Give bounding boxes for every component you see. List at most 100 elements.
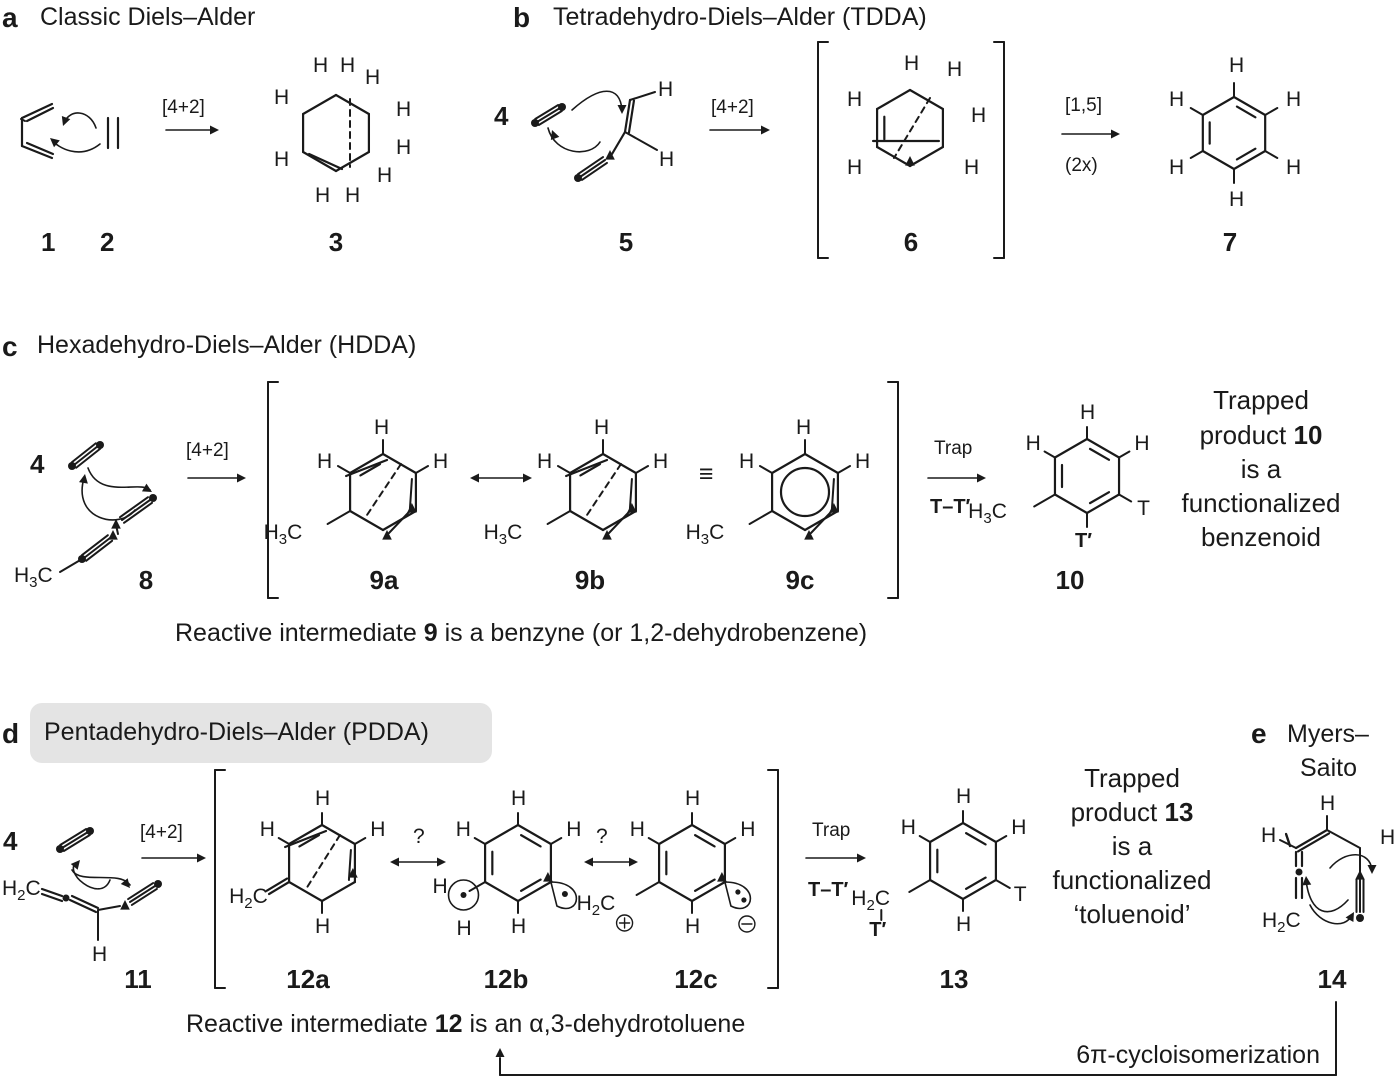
ring-bond	[568, 452, 605, 475]
bond	[25, 141, 55, 156]
caption-part: is a benzyne (or 1,2-dehydrobenzene)	[437, 619, 868, 647]
panel-title-b: Tetradehydro-Diels–Alder (TDDA)	[553, 3, 927, 31]
bond	[59, 558, 83, 573]
compound-5: 5	[618, 227, 634, 257]
hydrogen-label: H	[947, 58, 963, 81]
side-text-d5: ‘toluenoid’	[1073, 899, 1191, 929]
caption-part: is an α,3-dehydrotoluene	[462, 1010, 746, 1038]
lone-pair-orbital	[723, 881, 752, 910]
substituent-bond	[1118, 493, 1133, 503]
substituent-bond	[635, 881, 661, 896]
hydrogen-label: H	[313, 54, 329, 77]
hydrogen-label: H	[1286, 88, 1302, 111]
hydrogen-label: H	[900, 816, 916, 839]
double-bond-inner	[693, 878, 716, 892]
arrow-label-b1: [4+2]	[711, 97, 754, 118]
arrow-label-tt-c: T–T′	[930, 496, 971, 518]
ring-bond	[601, 509, 638, 532]
methyl-label: H3C	[685, 521, 725, 549]
curved-arrow	[87, 467, 151, 491]
substituent-bond	[908, 879, 932, 893]
ring-bond	[657, 823, 694, 846]
ring-bond	[657, 880, 694, 903]
compound-3: 3	[328, 227, 344, 257]
arrow-label-c: [4+2]	[186, 440, 229, 461]
hydrogen-label: H	[1261, 824, 1277, 847]
bond	[40, 892, 64, 903]
substituent-bond	[277, 837, 291, 845]
substituent-bond	[546, 510, 572, 525]
hydrogen-label: H	[566, 818, 582, 841]
pdda-highlight	[30, 703, 492, 763]
side-text-c1: Trapped	[1213, 385, 1309, 415]
panel-title-c: Hexadehydro-Diels–Alder (HDDA)	[37, 331, 417, 359]
label-triangle	[605, 150, 615, 160]
alkene-bond	[623, 98, 632, 134]
methylene-label: H2C	[1262, 909, 1301, 937]
alkene-bond	[1294, 828, 1329, 850]
ring-bond	[568, 509, 605, 532]
hydrogen-label: H	[370, 818, 386, 841]
compound-8: 8	[138, 565, 154, 595]
substituent-bond	[336, 465, 352, 474]
hydrogen-label: H	[847, 156, 863, 179]
ring-bond	[1201, 149, 1236, 171]
hydrogen-label: H	[374, 416, 390, 439]
substituent-bond	[1189, 150, 1204, 159]
substituent-bond	[647, 837, 661, 845]
alkyne-bond	[75, 447, 102, 469]
methyl-label: H3C	[968, 499, 1007, 527]
double-bond-inner	[1235, 147, 1257, 161]
double-bond-inner	[359, 463, 382, 477]
alkyne-bond	[85, 539, 114, 562]
arrowhead	[437, 857, 446, 867]
bond	[1279, 839, 1297, 849]
hydrogen-label: H	[653, 450, 669, 473]
double-bond-inner	[1235, 105, 1257, 119]
hydrogen-label: H	[740, 818, 756, 841]
hydrogen-label: H	[796, 416, 812, 439]
arrowhead	[761, 125, 770, 135]
panel-letter-d: d	[2, 718, 20, 749]
carbon-dot	[558, 103, 566, 111]
compound-4-label: 4	[3, 826, 18, 856]
substituent-bond	[556, 465, 572, 474]
arrow-label-a: [4+2]	[162, 97, 205, 118]
compound-12b: 12b	[483, 964, 529, 994]
carbon-dot	[531, 119, 539, 127]
alkyne-bond	[118, 496, 149, 519]
alkyne-bond	[537, 109, 563, 126]
alkyne-bond	[70, 442, 97, 464]
curved-arrow	[1305, 879, 1349, 913]
label-triangle	[829, 503, 839, 513]
alkyne-bond	[123, 501, 154, 524]
curved-arrow	[71, 869, 131, 886]
ring-bond	[1053, 437, 1089, 459]
alkyne-bond	[129, 885, 156, 903]
arrowhead	[1111, 129, 1120, 139]
hydrogen-label: H	[259, 818, 275, 841]
bond	[20, 118, 26, 122]
panel-title-d: Pentadehydro-Diels–Alder (PDDA)	[44, 718, 429, 746]
ring-bond	[287, 823, 324, 846]
label-triangle	[108, 530, 118, 540]
alkyne-bond	[61, 831, 89, 849]
ring-bond	[908, 88, 945, 111]
caption-c: Reactive intermediate 9 is a benzyne (or…	[175, 621, 867, 646]
hydrogen-label: H	[511, 915, 527, 938]
aryne-bond	[388, 510, 411, 534]
forming-bond	[364, 463, 402, 519]
double-bond-inner	[964, 832, 987, 846]
aryne-bond	[628, 478, 633, 510]
trap-Tprime-label: T′	[1075, 530, 1093, 552]
hydrogen-label: H	[432, 875, 448, 898]
side-text-c2: product 10	[1200, 418, 1323, 452]
charge-plus	[615, 914, 634, 932]
curved-arrow	[547, 127, 601, 153]
radical-orbital	[447, 879, 480, 911]
hydrogen-label: H	[738, 450, 755, 473]
double-bond-inner	[519, 834, 542, 848]
carbon-dot	[1356, 914, 1364, 922]
substituent-bond	[326, 510, 352, 525]
hydrogen-label: H	[1169, 156, 1185, 179]
